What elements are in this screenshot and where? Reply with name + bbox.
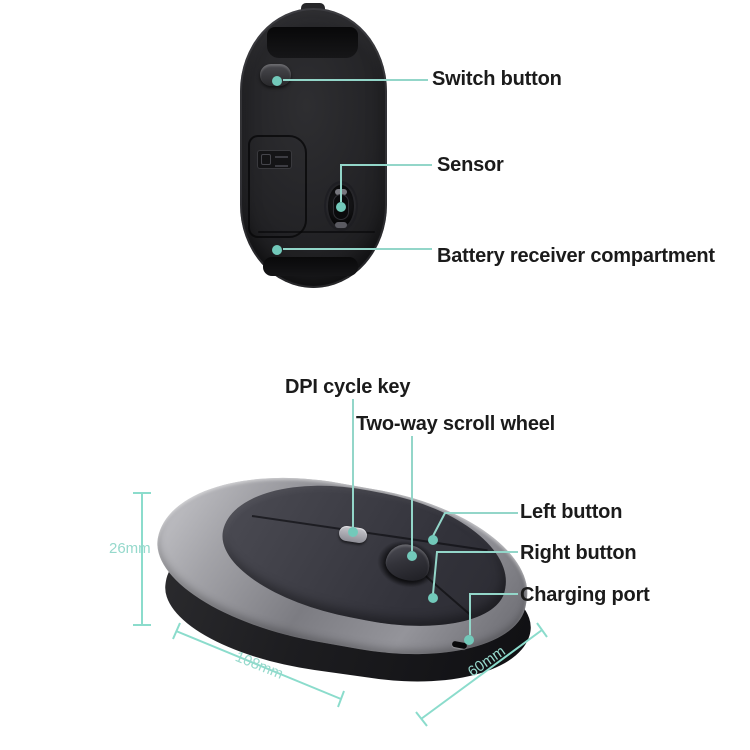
- sensor-notch-bottom: [335, 222, 347, 228]
- leader-dots: [272, 76, 474, 645]
- dim-line-length: [175, 630, 342, 700]
- dot-right-button: [428, 593, 438, 603]
- leader-lines: [283, 79, 518, 635]
- dot-switch-button: [272, 76, 282, 86]
- bottom-panel-seam: [258, 231, 375, 233]
- dim-tick-length-end: [337, 690, 345, 708]
- label-left-button: Left button: [520, 501, 623, 523]
- dot-left-button: [428, 535, 438, 545]
- label-sensor: Sensor: [437, 154, 504, 176]
- label-charging-port: Charging port: [520, 584, 650, 606]
- dim-tick-length-start: [172, 622, 181, 640]
- label-dpi-key: DPI cycle key: [285, 376, 411, 398]
- dimension-width: 60mm: [464, 642, 509, 681]
- dot-battery-compartment: [272, 245, 282, 255]
- dot-charging-port: [464, 635, 474, 645]
- dimension-lines: [133, 492, 548, 727]
- dim-line-width: [420, 629, 543, 720]
- battery-door-seam: [248, 135, 307, 238]
- label-right-button: Right button: [520, 542, 637, 564]
- dimension-length: 108mm: [232, 648, 286, 683]
- leader-sensor: [340, 164, 432, 202]
- dimension-height: 26mm: [109, 540, 151, 557]
- leader-right-button: [432, 551, 518, 595]
- emblem-lines: [275, 156, 288, 167]
- label-scroll-wheel: Two-way scroll wheel: [356, 413, 556, 435]
- dim-tick-width-start: [415, 711, 428, 727]
- label-switch-button: Switch button: [432, 68, 562, 90]
- label-recess: [267, 27, 358, 58]
- battery-icon: [261, 154, 271, 165]
- label-battery-compartment: Battery receiver compartment: [437, 245, 715, 267]
- bottom-recess: [263, 257, 358, 276]
- dot-sensor: [336, 202, 346, 212]
- leader-charging-port: [469, 593, 518, 635]
- dim-tick-width-end: [536, 622, 548, 638]
- leader-left-button: [432, 512, 518, 537]
- dot-dpi-key: [348, 527, 358, 537]
- dot-scroll-wheel: [407, 551, 417, 561]
